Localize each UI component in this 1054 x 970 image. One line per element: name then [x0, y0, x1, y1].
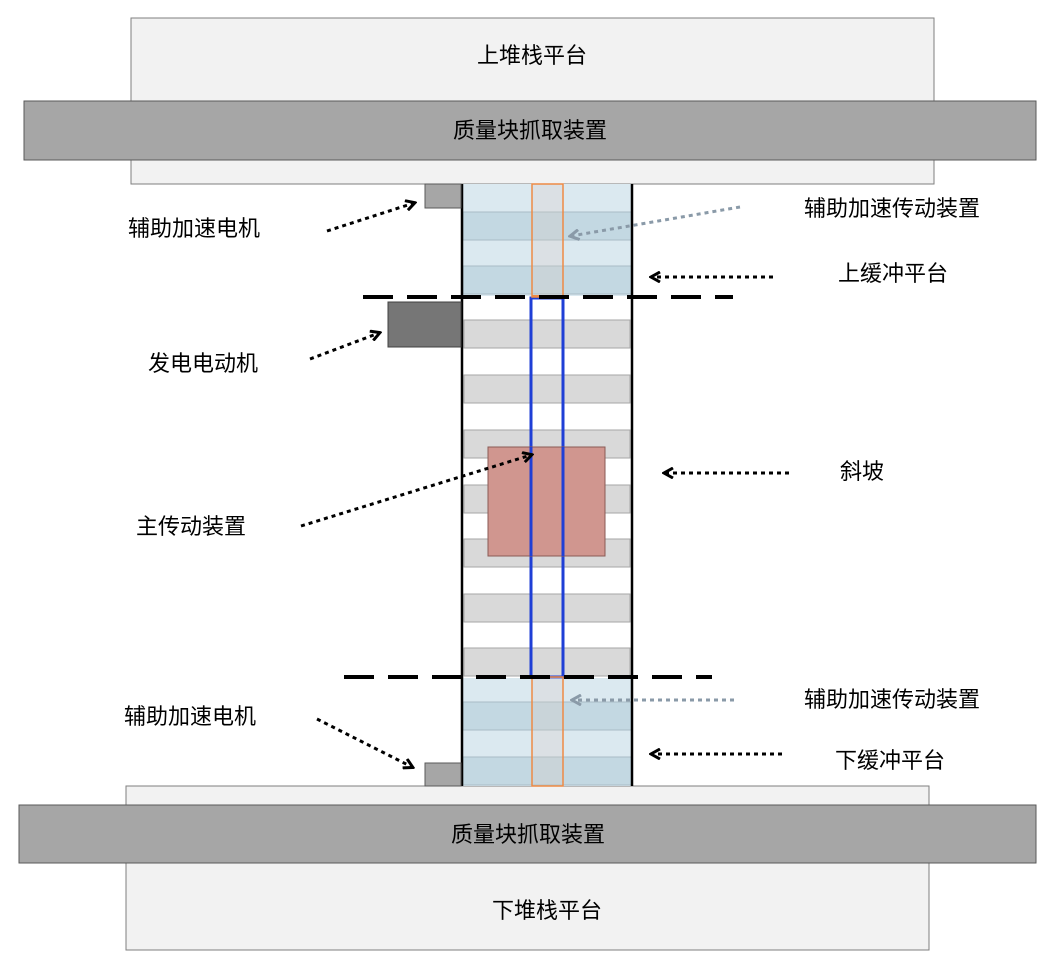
- aux-motor-top-label: 辅助加速电机: [128, 217, 260, 242]
- main-drive-label: 主传动装置: [136, 515, 246, 540]
- aux-motor-top: [424, 183, 462, 209]
- slope-rung: [463, 319, 631, 349]
- upper-grab-device: [23, 100, 1037, 161]
- arrow-main-drive: [300, 455, 531, 528]
- lower-stack-platform-label: 下堆栈平台: [492, 899, 602, 924]
- buffer-rung: [462, 701, 633, 731]
- arrow-generator-motor: [309, 333, 379, 361]
- aux-drive-track-bottom: [531, 676, 564, 787]
- aux-drive-top-label: 辅助加速传动装置: [804, 197, 980, 222]
- generator-motor-label: 发电电动机: [148, 352, 258, 377]
- lower-grab-device-label: 质量块抓取装置: [451, 823, 605, 848]
- aux-drive-track-top: [531, 183, 564, 298]
- slope-label: 斜坡: [840, 460, 884, 485]
- slope-rung: [463, 647, 631, 677]
- aux-drive-bottom-label: 辅助加速传动装置: [804, 688, 980, 713]
- aux-motor-bottom-label: 辅助加速电机: [124, 705, 256, 730]
- arrow-aux-motor-bottom: [316, 717, 412, 767]
- upper-grab-device-label: 质量块抓取装置: [453, 119, 607, 144]
- upper-buffer-platform-label: 上缓冲平台: [838, 262, 948, 287]
- slope-rung: [463, 593, 631, 623]
- mass-block: [487, 446, 606, 557]
- lower-buffer-platform: [462, 678, 633, 786]
- arrow-aux-motor-top: [326, 203, 414, 233]
- lower-grab-device: [18, 804, 1037, 864]
- upper-buffer-platform: [462, 184, 633, 296]
- generator-motor: [387, 301, 462, 348]
- buffer-rung: [462, 211, 633, 241]
- lower-buffer-platform-label: 下缓冲平台: [835, 749, 945, 774]
- slope-rung: [463, 374, 631, 404]
- aux-motor-bottom: [424, 762, 462, 787]
- upper-stack-platform-label: 上堆栈平台: [477, 44, 587, 69]
